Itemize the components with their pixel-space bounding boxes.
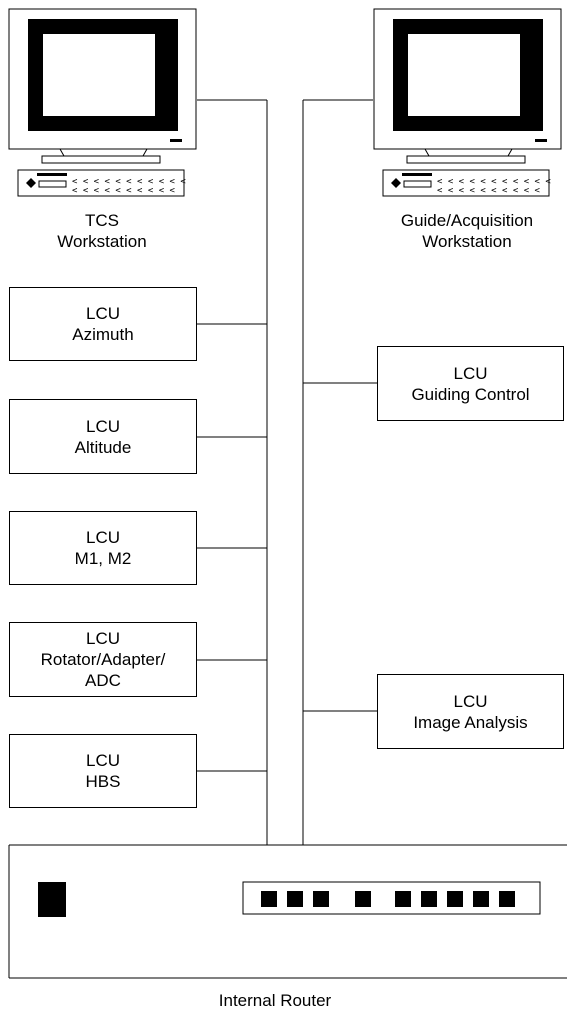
lcu-altitude-name: Altitude	[74, 437, 132, 457]
router-port	[499, 891, 515, 907]
router-port	[287, 891, 303, 907]
guide-workstation-line2: Workstation	[422, 232, 512, 251]
tcs-workstation-line2: Workstation	[57, 232, 147, 251]
lcu-guiding-title: LCU	[453, 363, 488, 383]
router-power-block	[38, 882, 66, 917]
svg-text:< < < < < < < < < < <: < < < < < < < < < < <	[72, 177, 186, 187]
router-port	[355, 891, 371, 907]
router-icon	[8, 844, 567, 979]
guide-workstation-icon: < < < < < < < < < < < < < < < < < < < < …	[373, 8, 562, 197]
lcu-image-analysis-box: LCU Image Analysis	[377, 674, 564, 749]
guide-workstation-line1: Guide/Acquisition	[400, 211, 534, 230]
router-port	[421, 891, 437, 907]
lcu-hbs-title: LCU	[85, 751, 120, 770]
router-port	[447, 891, 463, 907]
router-port	[261, 891, 277, 907]
lcu-guiding-box: LCU Guiding Control	[377, 346, 564, 421]
router-port	[395, 891, 411, 907]
guide-workstation-label: Guide/Acquisition Workstation	[372, 210, 562, 252]
lcu-azimuth-name: Azimuth	[72, 325, 134, 344]
lcu-m1m2-name: M1, M2	[74, 549, 132, 568]
lcu-m1m2-box: LCU M1, M2	[9, 511, 197, 585]
lcu-altitude-box: LCU Altitude	[9, 399, 197, 474]
router-label: Internal Router	[218, 991, 332, 1010]
tcs-workstation-label: TCS Workstation	[17, 210, 187, 252]
lcu-guiding-name: Guiding Control	[411, 384, 530, 404]
lcu-altitude-title: LCU	[85, 416, 120, 436]
lcu-rotator-box: LCU Rotator/Adapter/ ADC	[9, 622, 197, 697]
lcu-rotator-name-line2: ADC	[85, 671, 121, 690]
router-port	[473, 891, 489, 907]
router-port	[313, 891, 329, 907]
lcu-m1m2-title: LCU	[85, 528, 120, 547]
tcs-workstation-line1: TCS	[85, 211, 119, 230]
lcu-image-analysis-title: LCU	[453, 691, 488, 711]
router-ports	[261, 891, 515, 907]
lcu-hbs-box: LCU HBS	[9, 734, 197, 808]
svg-text:< < < < < < < < < <: < < < < < < < < < <	[72, 186, 176, 196]
tcs-workstation-icon: < < < < < < < < < < < < < < < < < < < < …	[8, 8, 197, 197]
lcu-azimuth-title: LCU	[85, 304, 120, 323]
lcu-hbs-name: HBS	[85, 772, 121, 791]
lcu-azimuth-box: LCU Azimuth	[9, 287, 197, 361]
lcu-rotator-name-line1: Rotator/Adapter/	[40, 650, 166, 669]
svg-text:< < < < < < < < < <: < < < < < < < < < <	[437, 186, 541, 196]
svg-text:< < < < < < < < < < <: < < < < < < < < < < <	[437, 177, 551, 187]
lcu-image-analysis-name: Image Analysis	[413, 712, 528, 732]
lcu-rotator-title: LCU	[85, 629, 120, 648]
